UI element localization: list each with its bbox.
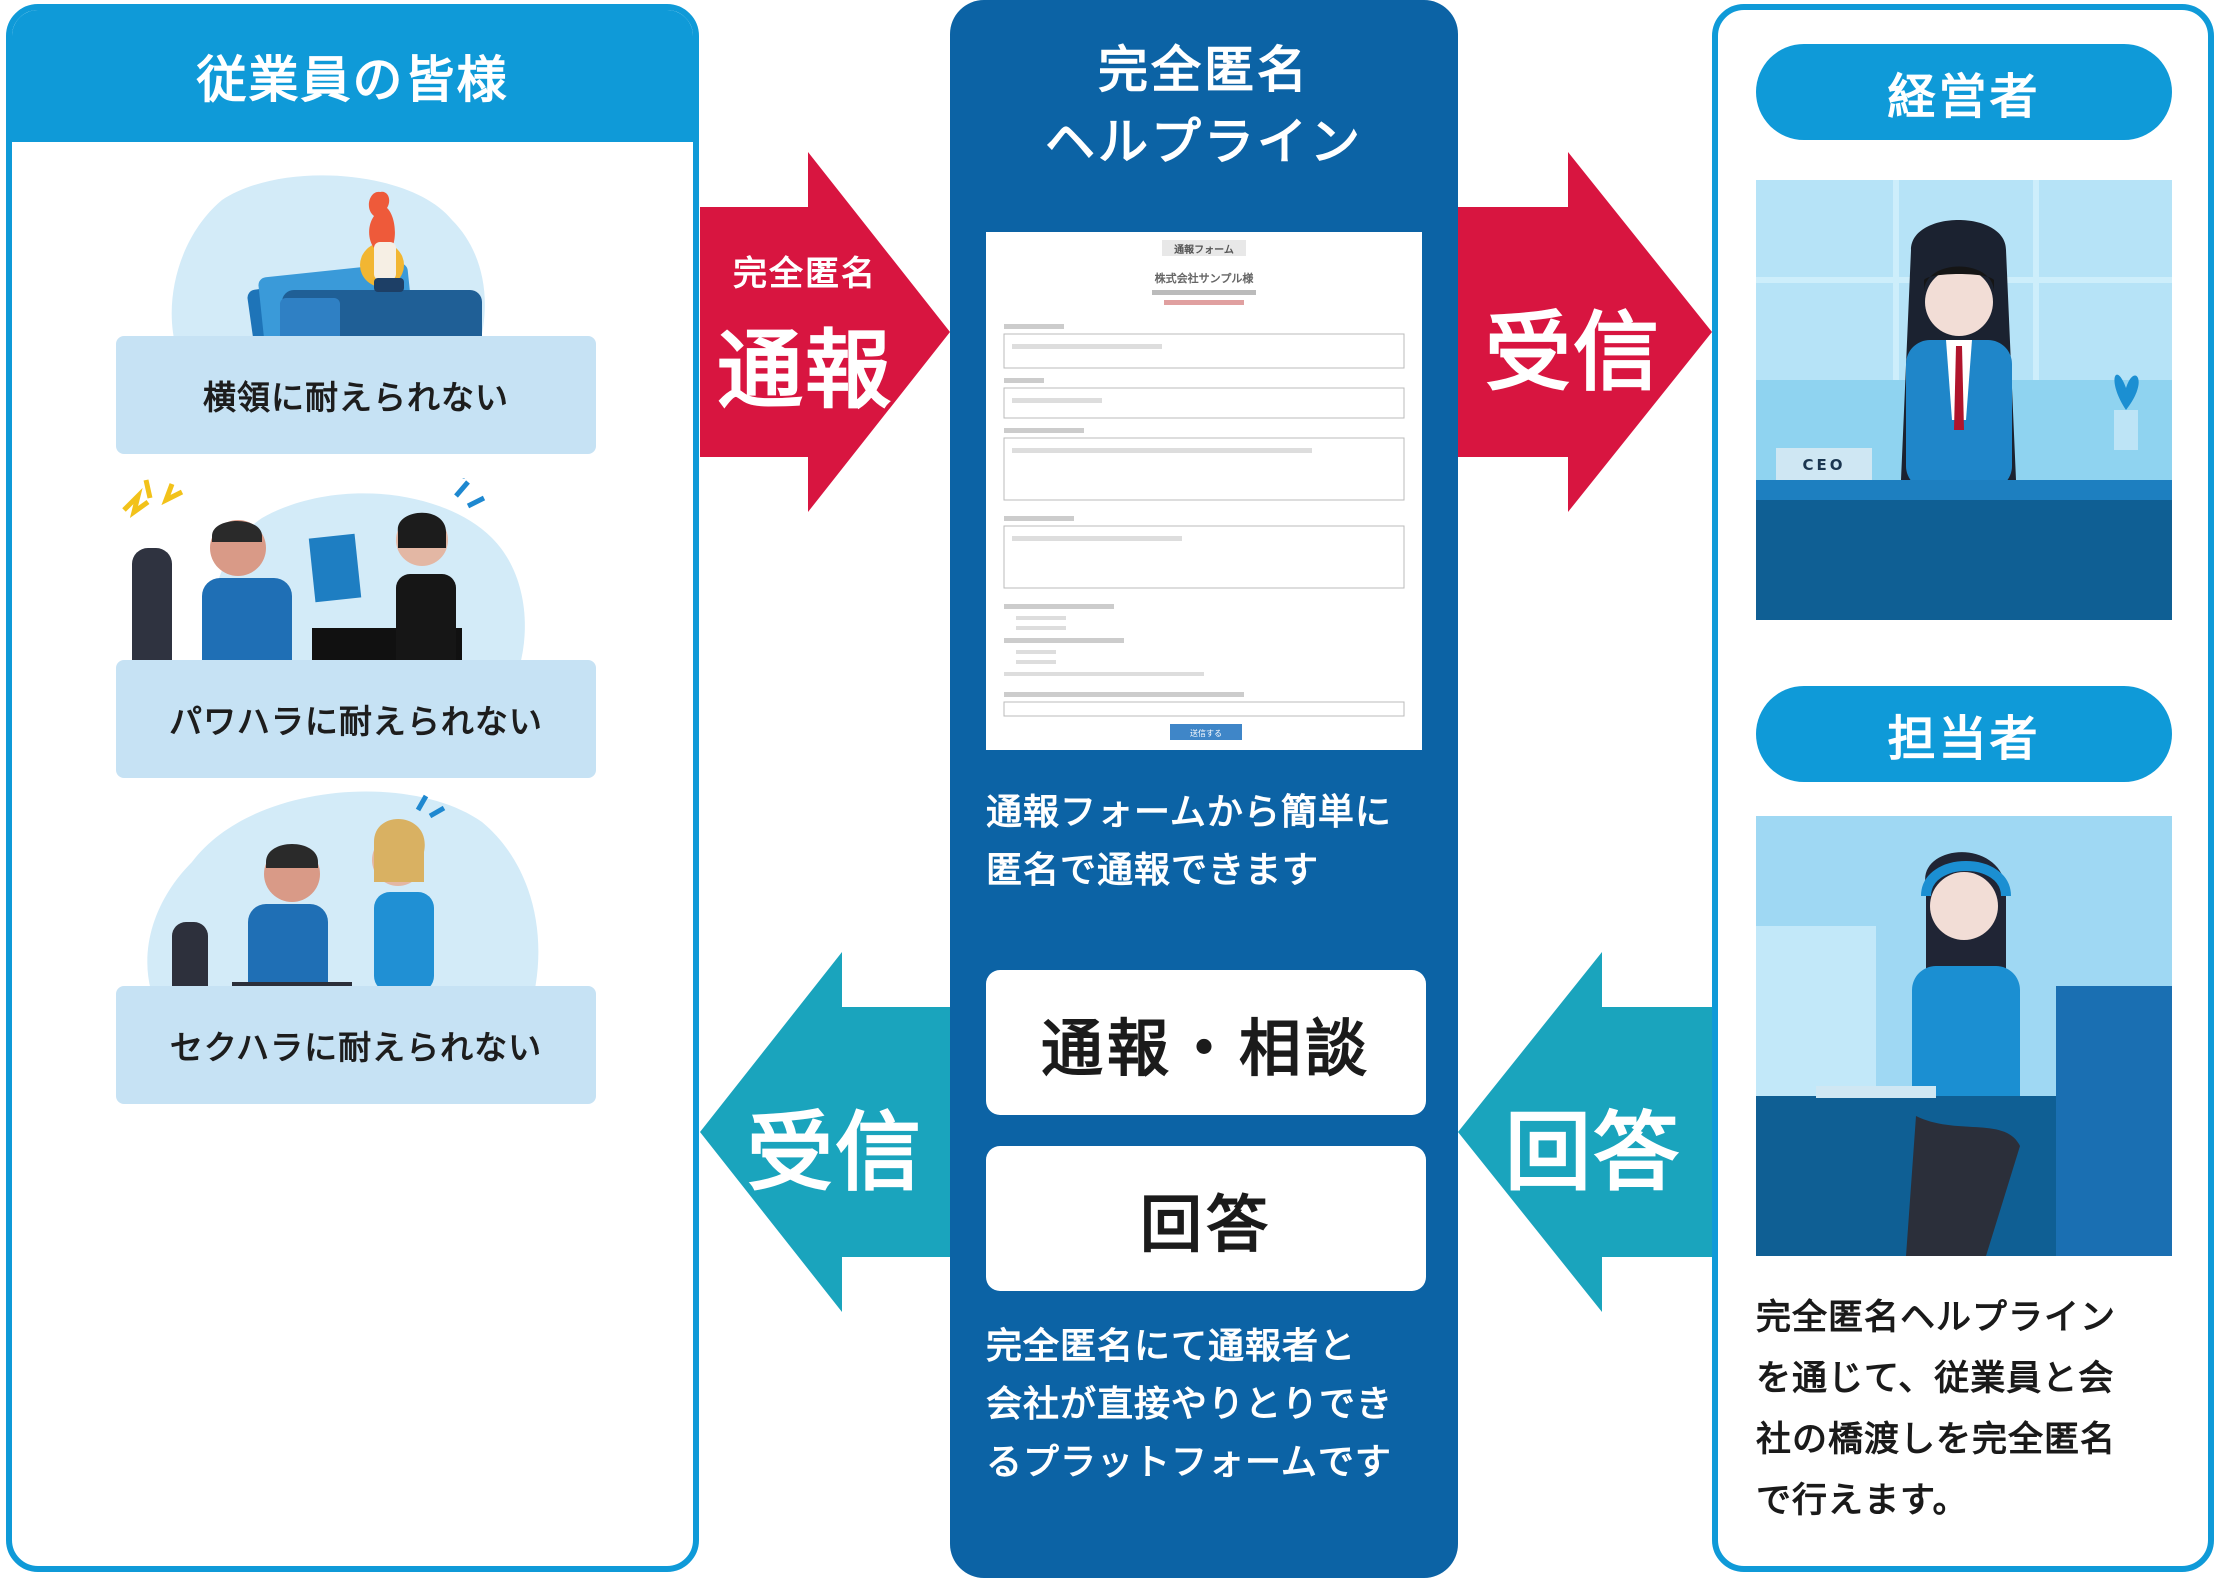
helpline-title: 完全匿名 ヘルプライン xyxy=(950,34,1458,178)
receive-arrow-left xyxy=(700,952,950,1312)
helpline-panel: 完全匿名 ヘルプライン 通報フォーム 株式会社サンプル様 xyxy=(950,0,1458,1578)
receive-arrow-right xyxy=(1458,152,1712,512)
role-staff: 担当者 xyxy=(1756,686,2172,782)
report-arrow xyxy=(700,152,950,512)
ceo-nameplate: CEO xyxy=(1802,456,1845,474)
report-arrow-label: 通報 xyxy=(717,321,893,421)
helpline-description: 通報フォームから簡単に 匿名で通報できます xyxy=(986,784,1426,900)
platform-description-line2: 会社が直接やりとりでき xyxy=(986,1384,1394,1425)
report-consult-box: 通報・相談 xyxy=(986,970,1426,1115)
company-description-line3: 社の橋渡しを完全匿名 xyxy=(1756,1420,2117,1460)
helpline-title-line2: ヘルプライン xyxy=(1045,113,1363,171)
report-form-preview: 通報フォーム 株式会社サンプル様 送信す xyxy=(1003,240,1405,740)
platform-description-line3: るプラットフォームです xyxy=(986,1442,1392,1483)
helpline-description-line1: 通報フォームから簡単に xyxy=(986,792,1392,833)
case-label-sexual-harassment: セクハラに耐えられない xyxy=(116,986,596,1104)
company-description: 完全匿名ヘルプライン を通じて、従業員と会 社の橋渡しを完全匿名 で行えます。 xyxy=(1756,1288,2176,1532)
helpline-description-line2: 匿名で通報できます xyxy=(986,850,1320,891)
employees-title: 従業員の皆様 xyxy=(12,10,693,142)
answer-box: 回答 xyxy=(986,1146,1426,1291)
form-submit-button: 送信する xyxy=(1190,728,1222,738)
form-title: 通報フォーム xyxy=(1174,243,1234,256)
platform-description: 完全匿名にて通報者と 会社が直接やりとりでき るプラットフォームです xyxy=(986,1318,1426,1492)
staff-illustration xyxy=(1756,816,2172,1256)
ceo-illustration: CEO xyxy=(1756,180,2172,620)
receive-arrow-left-label: 受信 xyxy=(747,1103,923,1203)
case-label-embezzlement: 横領に耐えられない xyxy=(116,336,596,454)
role-executive: 経営者 xyxy=(1756,44,2172,140)
employees-panel: 従業員の皆様 横領に耐えられない パワハラに耐えられない xyxy=(6,4,699,1572)
receive-arrow-right-label: 受信 xyxy=(1485,303,1661,403)
helpline-title-line1: 完全匿名 xyxy=(1098,41,1310,99)
report-form-screenshot: 通報フォーム 株式会社サンプル様 送信す xyxy=(986,232,1422,750)
answer-arrow-label: 回答 xyxy=(1505,1103,1681,1203)
case-label-power-harassment: パワハラに耐えられない xyxy=(116,660,596,778)
form-company: 株式会社サンプル様 xyxy=(1155,271,1255,285)
answer-arrow xyxy=(1458,952,1712,1312)
company-description-line1: 完全匿名ヘルプライン xyxy=(1756,1298,2117,1338)
company-description-line4: で行えます。 xyxy=(1756,1481,1969,1521)
company-panel: 経営者 CEO 担当者 完全匿名ヘルプライン を通じて、従業員と会 xyxy=(1712,4,2214,1572)
company-description-line2: を通じて、従業員と会 xyxy=(1756,1359,2115,1399)
report-arrow-small-label: 完全匿名 xyxy=(733,254,877,294)
platform-description-line1: 完全匿名にて通報者と xyxy=(986,1326,1357,1367)
